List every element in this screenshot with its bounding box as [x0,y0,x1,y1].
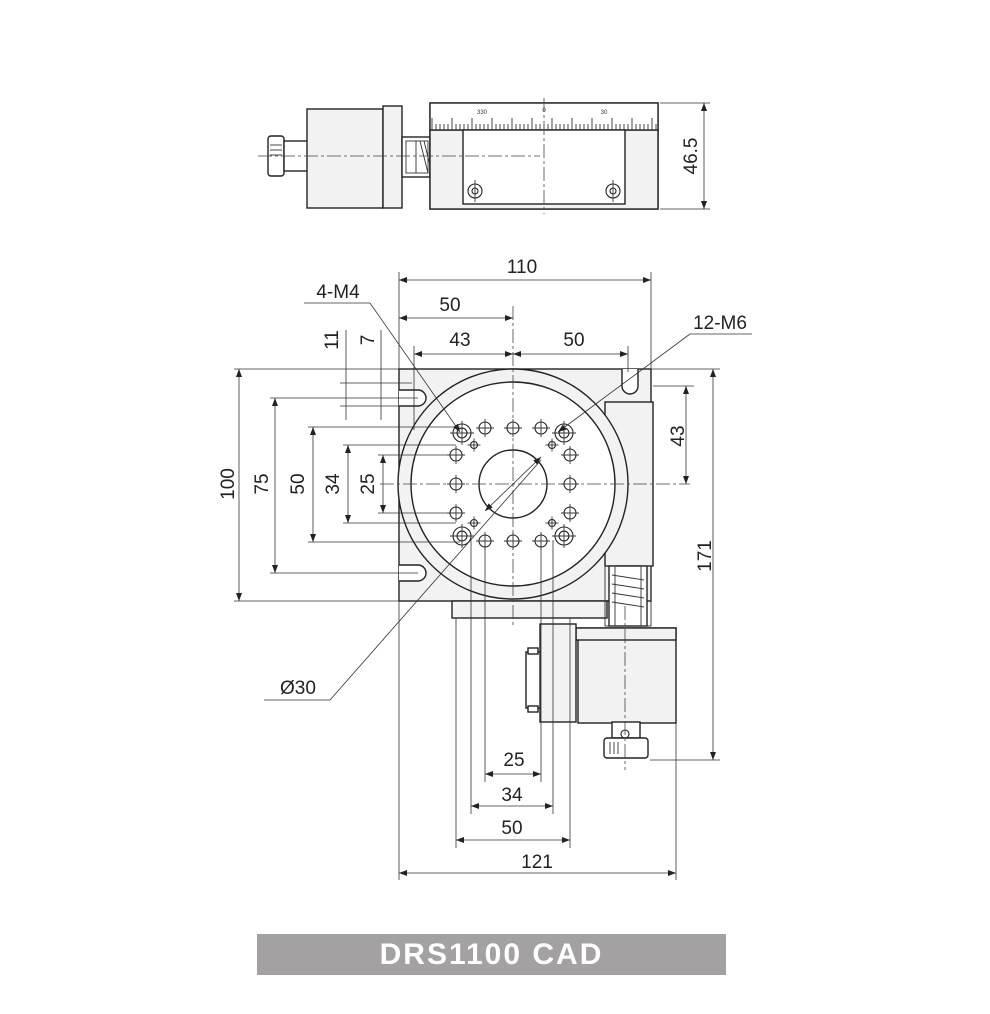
dim-100: 100 [218,468,239,500]
dim-11: 11 [322,330,343,350]
dim-50-left: 50 [288,473,309,494]
motor [577,627,677,724]
dim-25-left: 25 [358,473,379,494]
title-banner: DRS1100 CAD [257,934,726,975]
dim-bottom-34: 34 [501,785,523,806]
slot-top-right [621,369,639,395]
callout-12-m6: 12-M6 [693,313,747,334]
dim-bottom-25: 25 [503,750,524,771]
scale-label-30: 30 [601,110,608,116]
motor-connector-body [539,623,577,723]
dim-bottom-50: 50 [501,818,522,839]
dim-bottom-121: 121 [521,852,553,873]
dim-43-right: 43 [668,425,689,446]
dim-height-46-5: 46.5 [681,138,702,175]
dim-top-50: 50 [439,295,460,316]
dim-top-50b: 50 [563,330,584,351]
dim-width-110: 110 [507,257,537,278]
scale-label-330: 330 [477,110,488,116]
callout-diameter-30: Ø30 [280,678,316,699]
dim-7: 7 [358,335,379,346]
title-text: DRS1100 CAD [379,937,604,971]
dim-34-left: 34 [323,473,344,495]
top-view: 110 50 43 50 4-M4 12-M6 11 7 100 75 [218,257,752,880]
dim-171: 171 [695,540,716,572]
dim-75: 75 [252,473,273,494]
motor-knob [603,737,649,759]
side-view: 330 0 30 46.5 [258,98,710,214]
side-motor [306,108,384,209]
motor-connector [525,651,541,709]
dim-top-43: 43 [449,330,470,351]
callout-4-m4: 4-M4 [316,282,360,303]
